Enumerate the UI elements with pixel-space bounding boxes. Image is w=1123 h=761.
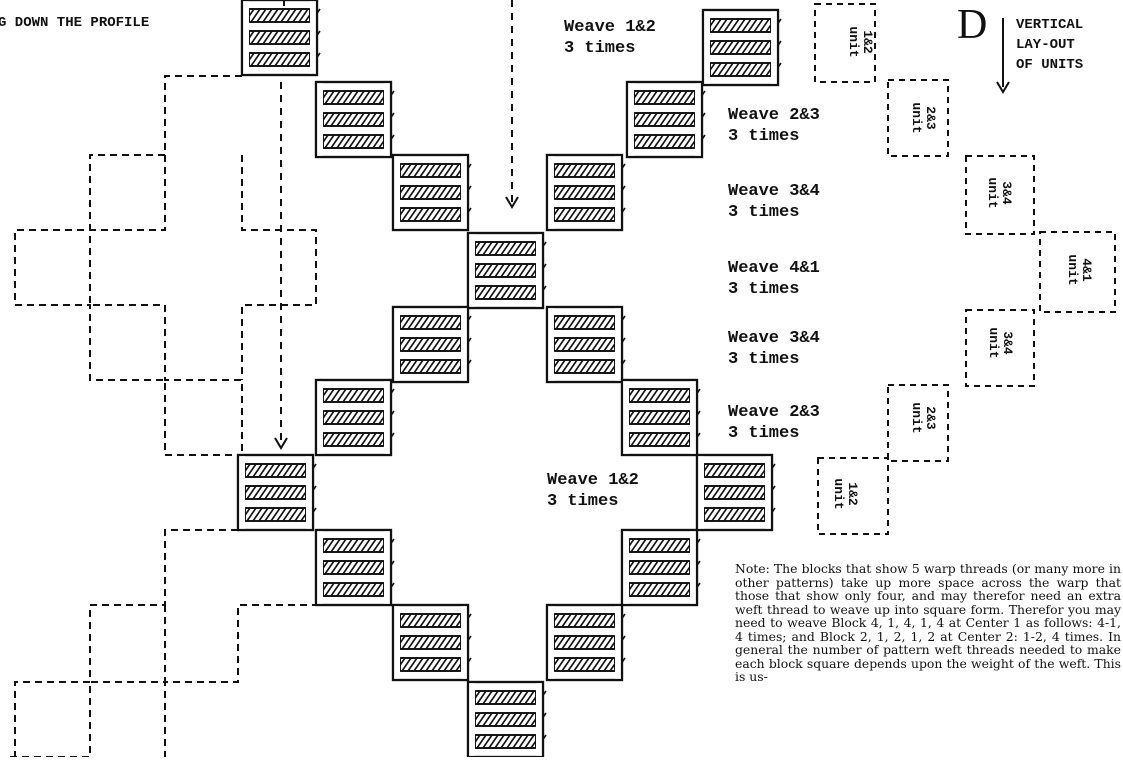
down-arrow: [274, 82, 288, 450]
weave-repeat: 3 times: [728, 423, 800, 443]
woven-block: [240, 0, 321, 77]
dashed-profile: [10, 75, 317, 758]
weave-step: Weave 3&4: [728, 182, 820, 201]
unit-blocks: 1&2: [845, 482, 860, 506]
woven-block: [391, 305, 472, 384]
woven-block: [314, 378, 395, 457]
unit-word: unit: [985, 177, 1001, 209]
woven-blocks: [236, 0, 782, 759]
section-title-line: LAY-OUT: [1016, 37, 1075, 53]
woven-block: [545, 305, 626, 384]
weave-label: Weave 3&4 3 times: [728, 182, 820, 223]
down-arrow: [505, 0, 519, 209]
woven-block: [391, 603, 472, 682]
profile-caption: G DOWN THE PROFILE: [0, 15, 150, 31]
weave-repeat: 3 times: [547, 491, 619, 511]
weave-label: Weave 1&2 3 times: [547, 471, 639, 512]
unit-label: 3&4 unit: [981, 173, 1014, 213]
section-title-line: OF UNITS: [1016, 57, 1084, 73]
unit-word: unit: [986, 327, 1002, 359]
weave-label: Weave 2&3 3 times: [728, 106, 820, 147]
weave-label: Weave 4&1 3 times: [728, 259, 820, 300]
woven-block: [620, 378, 701, 457]
unit-box: [887, 384, 949, 462]
weave-repeat: 3 times: [564, 38, 636, 58]
unit-box: [965, 309, 1035, 387]
woven-block: [466, 231, 547, 310]
unit-box: [887, 79, 949, 157]
unit-label: 1&2 unit: [842, 22, 875, 62]
unit-word: unit: [909, 102, 925, 134]
unit-box: [965, 155, 1035, 235]
unit-blocks: 2&3: [923, 106, 938, 130]
profile-outline-core: [241, 155, 317, 380]
unit-word: unit: [1065, 254, 1081, 286]
section-letter: D: [957, 2, 988, 48]
section-title-line: VERTICAL: [1016, 17, 1084, 33]
woven-block: [314, 80, 395, 159]
unit-label: 3&4 unit: [982, 323, 1015, 363]
woven-block: [695, 453, 776, 532]
profile-outline-inner: [89, 155, 243, 455]
weave-step: Weave 1&2: [564, 18, 656, 37]
profile-outline-lower: [14, 529, 238, 757]
unit-blocks: 3&4: [999, 181, 1014, 205]
unit-box: [814, 3, 876, 83]
woven-block: [314, 528, 395, 607]
weave-step: Weave 1&2: [547, 471, 639, 490]
unit-label: 2&3 unit: [905, 398, 938, 438]
weave-repeat: 3 times: [728, 279, 800, 299]
unit-blocks: 3&4: [1000, 331, 1015, 355]
weave-step: Weave 4&1: [728, 259, 820, 278]
woven-block: [625, 80, 706, 159]
unit-word: unit: [846, 26, 862, 58]
woven-block: [620, 528, 701, 607]
unit-blocks: 4&1: [1079, 258, 1094, 282]
unit-word: unit: [831, 478, 847, 510]
weave-step: Weave 2&3: [728, 403, 820, 422]
weave-label: Weave 2&3 3 times: [728, 403, 820, 444]
unit-label: 2&3 unit: [905, 98, 938, 138]
note-paragraph: Note: The blocks that show 5 warp thread…: [735, 561, 1121, 684]
woven-block: [545, 603, 626, 682]
unit-label: 4&1 unit: [1061, 250, 1094, 290]
woven-block: [545, 153, 626, 232]
unit-blocks: 2&3: [923, 406, 938, 430]
unit-word: unit: [909, 402, 925, 434]
woven-block: [701, 8, 782, 87]
woven-block: [466, 680, 547, 759]
weave-repeat: 3 times: [728, 349, 800, 369]
unit-box: [817, 457, 889, 535]
weave-repeat: 3 times: [728, 126, 800, 146]
woven-block: [236, 453, 317, 532]
unit-label: 1&2 unit: [827, 474, 860, 514]
weave-label: Weave 3&4 3 times: [728, 329, 820, 370]
weave-label: Weave 1&2 3 times: [564, 18, 656, 59]
woven-block: [391, 153, 472, 232]
unit-boxes: [814, 3, 1116, 535]
profile-outline-lower-inner: [164, 530, 317, 757]
profile-outline: [14, 75, 242, 456]
unit-blocks: 1&2: [860, 30, 875, 54]
weave-step: Weave 2&3: [728, 106, 820, 125]
weave-step: Weave 3&4: [728, 329, 820, 348]
section-title: VERTICAL LAY-OUT OF UNITS: [1016, 15, 1083, 75]
weave-repeat: 3 times: [728, 202, 800, 222]
unit-box: [1039, 231, 1116, 313]
